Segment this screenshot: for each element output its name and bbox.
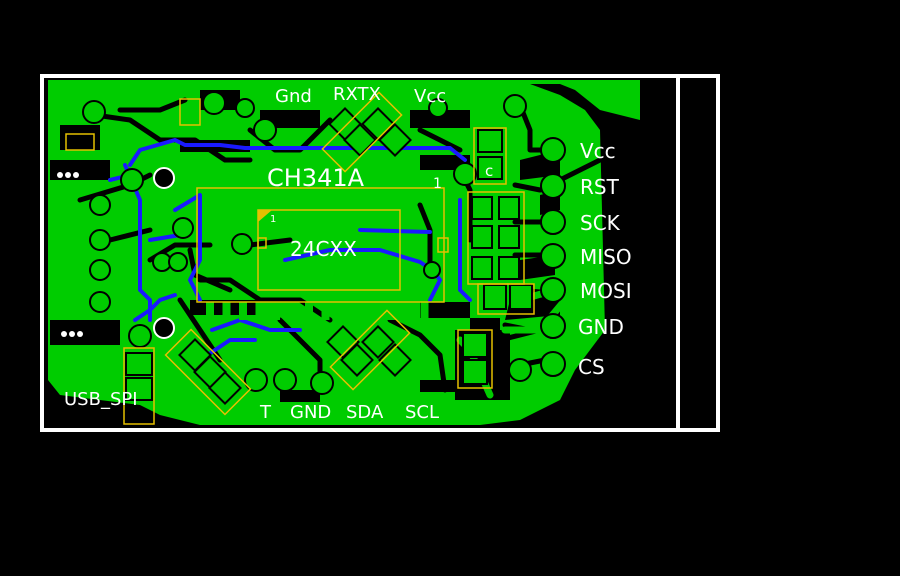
ic-pin-bottom — [387, 302, 396, 320]
ic-pin-bottom — [420, 302, 429, 320]
header-top-label-vcc: Vcc — [414, 86, 446, 107]
ic-pins-bottom — [206, 302, 429, 320]
cap-label: c — [485, 162, 493, 180]
header-bottom-label-scl: SCL — [405, 402, 439, 423]
header-right-label-vcc: Vcc — [580, 139, 616, 163]
board-name-label: USB_SPI — [64, 389, 138, 410]
ic-pin-bottom — [272, 302, 280, 320]
header-right-label-rst: RST — [580, 175, 620, 199]
pin1-marker-small: 1 — [270, 214, 276, 225]
mounting-holes — [153, 167, 175, 339]
header-top-label-gnd: Gnd — [275, 86, 312, 107]
ic-pins-top — [206, 170, 429, 188]
ic-pin-top — [288, 170, 297, 188]
ic-pin-top — [321, 170, 330, 188]
header-bottom-label-t: T — [259, 402, 272, 423]
tracks-bottom — [108, 138, 472, 362]
header-top-label-rxtx: RXTX — [333, 84, 381, 105]
ic-pin-bottom — [288, 302, 297, 320]
ic-pin-top — [387, 170, 396, 188]
vias — [57, 172, 83, 337]
header-bottom-label-sda: SDA — [346, 402, 384, 423]
component-outlines — [65, 91, 535, 425]
ic-pin-bottom — [371, 302, 379, 320]
ic-pin-bottom — [255, 302, 264, 320]
header-right-label-cs: CS — [578, 355, 605, 379]
header-right-label-sck: SCK — [580, 211, 621, 235]
ic-pin-top — [305, 170, 313, 188]
ic-pin-bottom — [354, 302, 363, 320]
smd-pads-right — [125, 129, 533, 401]
board-outline — [40, 74, 720, 432]
ic-pin-bottom — [305, 302, 313, 320]
pin1-triangle — [258, 210, 272, 222]
ic-pin-bottom — [239, 302, 247, 320]
header-bottom-label-gnd: GND — [290, 402, 331, 423]
ic-pin-bottom — [338, 302, 346, 320]
ic-pin-top — [371, 170, 379, 188]
header-right-label-miso: MISO — [580, 245, 632, 269]
eeprom-outline — [257, 209, 401, 291]
ic-pin-top — [338, 170, 346, 188]
ic-pin-bottom — [206, 302, 214, 320]
ic-label-ch341a: CH341A — [267, 164, 365, 192]
ic-pin-top — [255, 170, 264, 188]
pads — [82, 91, 566, 395]
ic-pin-bottom — [404, 302, 412, 320]
ic-pin-top — [420, 170, 429, 188]
smd-pads-rotated — [178, 107, 412, 405]
ic-pin-top — [354, 170, 363, 188]
header-right-label-gnd: GND — [578, 315, 624, 339]
ic-pin-top — [239, 170, 247, 188]
pin1-marker: 1 — [433, 176, 442, 192]
ic-pin-top — [222, 170, 231, 188]
ch341a-outline — [196, 187, 445, 303]
ic-label-24cxx: 24CXX — [290, 237, 357, 261]
ic-pin-bottom — [321, 302, 330, 320]
header-right-label-mosi: MOSI — [580, 279, 632, 303]
ic-pin-top — [206, 170, 214, 188]
ic-pin-top — [272, 170, 280, 188]
ic-pin-bottom — [222, 302, 231, 320]
ic-pin-top — [404, 170, 412, 188]
